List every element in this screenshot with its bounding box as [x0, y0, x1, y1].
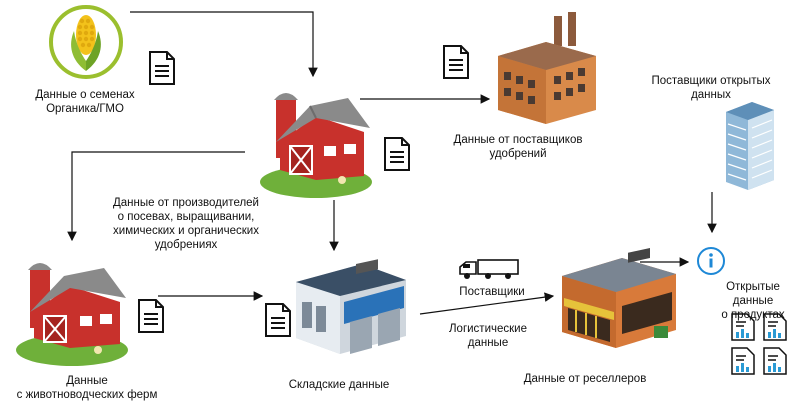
factory-icon	[498, 12, 596, 124]
suppliers-label: Поставщики	[459, 286, 525, 298]
document-icon	[265, 303, 291, 337]
resellers-data-label: Данные от реселлеров	[523, 373, 647, 385]
arrow-warehouse-to-store	[419, 292, 555, 315]
arrow-seeds-to-barn	[130, 11, 318, 78]
fertilizer-suppliers-label: Данные от поставщиков удобрений	[453, 134, 583, 160]
document-icon	[149, 51, 175, 85]
arrow-barn-to-livestock	[67, 151, 245, 242]
warehouse-icon	[296, 259, 406, 354]
barn-icon	[260, 93, 372, 198]
report-document-icon	[731, 347, 755, 375]
open-data-suppliers-label: Поставщики открытых данных	[651, 75, 771, 101]
document-icon	[443, 45, 469, 79]
corn-seed-icon	[49, 5, 123, 79]
producers-data-label: Данные от производителей о посевах, выра…	[112, 197, 259, 251]
seed-data-label: Данные о семенах Органика/ГМО	[35, 89, 135, 115]
store-icon	[562, 248, 676, 348]
report-document-icon	[763, 347, 787, 375]
report-document-icon	[731, 313, 755, 341]
barn-icon	[16, 263, 128, 366]
document-icon	[384, 137, 410, 171]
open-product-data-label: Открытые данные о продуктах	[721, 281, 785, 321]
livestock-farms-label: Данные с животноводческих ферм	[16, 375, 158, 401]
report-document-icon	[763, 313, 787, 341]
document-icon	[138, 299, 164, 333]
office-building-icon	[726, 102, 774, 190]
info-icon	[697, 247, 725, 275]
truck-icon	[459, 259, 519, 279]
warehouse-data-label: Складские данные	[288, 379, 390, 391]
logistics-data-label: Логистические данные	[449, 323, 527, 349]
